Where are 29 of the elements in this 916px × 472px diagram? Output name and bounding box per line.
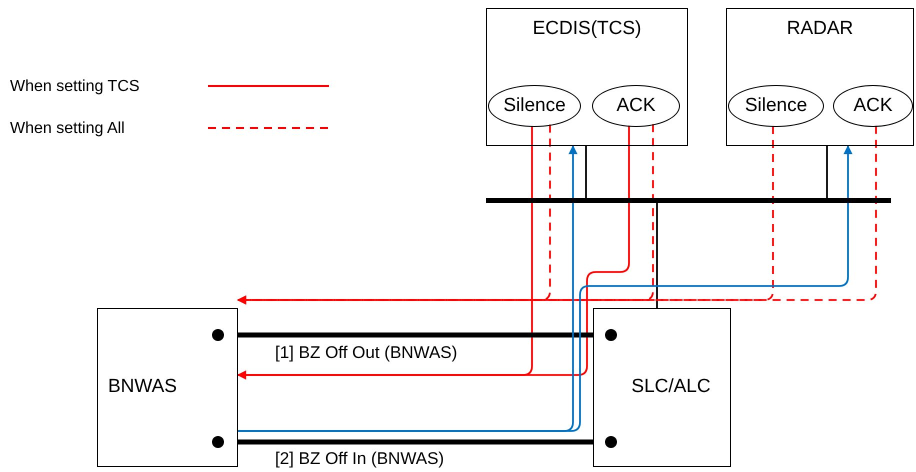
- signal-arrow: [238, 145, 852, 432]
- node-label: RADAR: [786, 19, 854, 40]
- node-label: BNWAS: [108, 377, 177, 398]
- signal-arrow: [237, 126, 630, 380]
- wire: [212, 436, 617, 448]
- legend-label: When setting TCS: [10, 78, 140, 96]
- signal-arrow: [237, 126, 877, 304]
- node-label: Silence: [503, 96, 566, 116]
- node-label: ACK: [616, 96, 656, 116]
- device-box: [486, 8, 688, 146]
- edge-label: [1] BZ Off Out (BNWAS): [275, 344, 458, 363]
- button-ellipse: [728, 85, 824, 127]
- connection-line: [585, 146, 587, 198]
- node-label: ECDIS(TCS): [532, 19, 642, 40]
- node-label: ACK: [853, 96, 893, 116]
- legend-label: When setting All: [10, 120, 125, 138]
- bus-bar: [486, 198, 891, 203]
- device-box: [593, 308, 731, 467]
- button-ellipse: [488, 85, 581, 127]
- node-label: SLC/ALC: [631, 377, 711, 398]
- button-ellipse: [833, 85, 913, 127]
- connection-line: [826, 146, 828, 198]
- wire: [212, 329, 617, 341]
- device-box: [726, 8, 914, 146]
- edge-label: [2] BZ Off In (BNWAS): [275, 450, 444, 469]
- node-label: Silence: [744, 96, 808, 116]
- button-ellipse: [592, 85, 680, 127]
- device-box: [97, 308, 238, 467]
- connection-line: [656, 203, 658, 308]
